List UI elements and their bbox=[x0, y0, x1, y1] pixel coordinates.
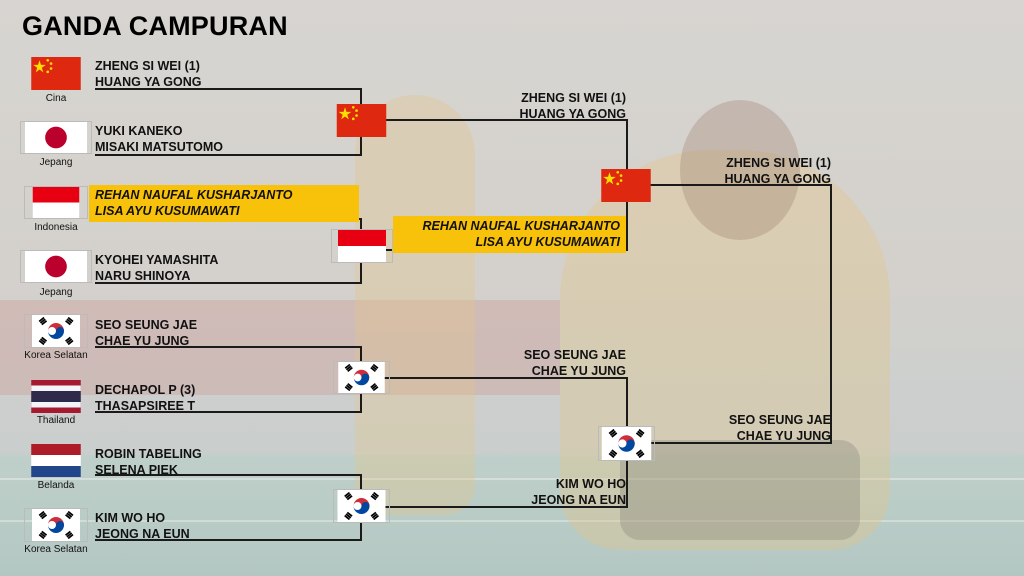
player-name: ROBIN TABELING bbox=[95, 447, 202, 461]
indonesia-flag-icon bbox=[24, 186, 88, 219]
netherlands-flag-icon bbox=[31, 444, 81, 477]
player-name: SEO SEUNG JAE bbox=[95, 318, 198, 332]
player-name: HUANG YA GONG bbox=[519, 106, 626, 121]
country-label: Belanda bbox=[37, 480, 75, 491]
country-label: Jepang bbox=[39, 157, 73, 168]
player-name: CHAE YU JUNG bbox=[736, 428, 831, 443]
country-label: Thailand bbox=[36, 415, 76, 426]
japan-flag-icon bbox=[20, 121, 92, 154]
country-label: Korea Selatan bbox=[24, 544, 88, 555]
country-label: Cina bbox=[45, 93, 67, 104]
player-name: HUANG YA GONG bbox=[95, 74, 202, 89]
player-name: ZHENG SI WEI (1) bbox=[95, 59, 200, 73]
country-label: Jepang bbox=[39, 287, 73, 298]
entry-names: KYOHEI YAMASHITA NARU SHINOYA bbox=[95, 253, 218, 284]
player-name: LISA AYU KUSUMAWATI bbox=[475, 234, 620, 249]
indonesia-flag-icon bbox=[331, 229, 393, 263]
entry-names-highlighted: REHAN NAUFAL KUSHARJANTO LISA AYU KUSUMA… bbox=[89, 185, 359, 222]
entry-names: DECHAPOL P (3) THASAPSIREE T bbox=[95, 383, 195, 414]
page-title: GANDA CAMPURAN bbox=[22, 11, 288, 41]
entry-names: KIM WO HO JEONG NA EUN bbox=[95, 511, 190, 542]
player-name: SEO SEUNG JAE bbox=[523, 348, 626, 362]
semifinal-entry-names: KIM WO HO JEONG NA EUN bbox=[531, 477, 626, 508]
thailand-flag-icon bbox=[31, 380, 81, 413]
player-name: NARU SHINOYA bbox=[95, 268, 191, 283]
china-flag-icon bbox=[24, 57, 88, 90]
player-name: REHAN NAUFAL KUSHARJANTO bbox=[95, 188, 293, 202]
japan-flag-icon bbox=[20, 250, 92, 283]
semifinal-entry-names: ZHENG SI WEI (1) HUANG YA GONG bbox=[519, 91, 626, 122]
bracket-connector-final bbox=[655, 184, 832, 444]
semifinal-entry-names-highlighted: REHAN NAUFAL KUSHARJANTO LISA AYU KUSUMA… bbox=[393, 216, 626, 253]
country-label: Indonesia bbox=[34, 222, 78, 233]
player-name: CHAE YU JUNG bbox=[531, 363, 626, 378]
player-name: LISA AYU KUSUMAWATI bbox=[95, 203, 240, 218]
korea-flag-icon bbox=[333, 489, 390, 523]
player-name: CHAE YU JUNG bbox=[95, 333, 190, 348]
semifinal-entry-names: SEO SEUNG JAE CHAE YU JUNG bbox=[524, 348, 626, 379]
player-name: KIM WO HO bbox=[95, 511, 166, 525]
country-label: Korea Selatan bbox=[24, 350, 88, 361]
entry-names: SEO SEUNG JAE CHAE YU JUNG bbox=[95, 318, 197, 349]
player-name: SEO SEUNG JAE bbox=[728, 413, 831, 427]
player-name: DECHAPOL P (3) bbox=[95, 383, 196, 397]
player-name: ZHENG SI WEI (1) bbox=[521, 91, 626, 105]
final-entry-names: SEO SEUNG JAE CHAE YU JUNG bbox=[729, 413, 831, 444]
korea-flag-icon bbox=[598, 426, 655, 461]
final-entry-names: ZHENG SI WEI (1) HUANG YA GONG bbox=[724, 156, 831, 187]
korea-flag-icon bbox=[24, 508, 88, 542]
player-name: JEONG NA EUN bbox=[531, 492, 626, 507]
korea-flag-icon bbox=[333, 361, 390, 394]
player-name: REHAN NAUFAL KUSHARJANTO bbox=[422, 219, 620, 233]
entry-names: ZHENG SI WEI (1) HUANG YA GONG bbox=[95, 59, 202, 90]
china-flag-icon bbox=[329, 104, 394, 137]
player-name: THASAPSIREE T bbox=[95, 398, 196, 413]
entry-names: ROBIN TABELING SELENA PIEK bbox=[95, 447, 202, 478]
player-name: HUANG YA GONG bbox=[724, 171, 831, 186]
korea-flag-icon bbox=[24, 314, 88, 348]
china-flag-icon bbox=[594, 169, 658, 202]
entry-names: YUKI KANEKO MISAKI MATSUTOMO bbox=[95, 124, 223, 155]
player-name: MISAKI MATSUTOMO bbox=[95, 139, 224, 154]
player-name: YUKI KANEKO bbox=[95, 124, 183, 138]
player-name: JEONG NA EUN bbox=[95, 526, 190, 541]
player-name: SELENA PIEK bbox=[95, 462, 178, 477]
player-name: KIM WO HO bbox=[555, 477, 626, 491]
player-name: ZHENG SI WEI (1) bbox=[726, 156, 831, 170]
player-name: KYOHEI YAMASHITA bbox=[95, 253, 219, 267]
